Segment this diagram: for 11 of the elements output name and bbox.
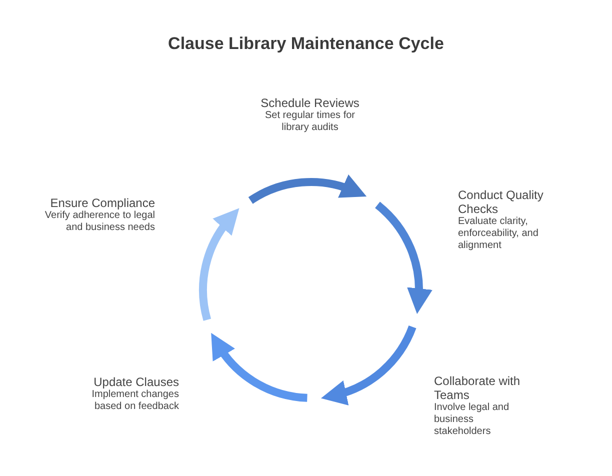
step-heading: Collaborate with Teams [434, 374, 522, 402]
step-description: Involve legal and business stakeholders [434, 402, 510, 438]
step-heading: Schedule Reviews [260, 96, 360, 110]
step-description: Set regular times for library audits [264, 110, 356, 134]
step-heading: Update Clauses [92, 375, 179, 389]
step-description: Verify adherence to legal and business needs [44, 210, 155, 234]
step-description: Implement changes based on feedback [90, 389, 179, 413]
step-description: Evaluate clarity, enforceability, and alignment [458, 216, 540, 252]
step-heading: Conduct Quality Checks [458, 188, 544, 216]
step-heading: Ensure Compliance [49, 196, 155, 210]
diagram-title: Clause Library Maintenance Cycle [167, 34, 445, 54]
